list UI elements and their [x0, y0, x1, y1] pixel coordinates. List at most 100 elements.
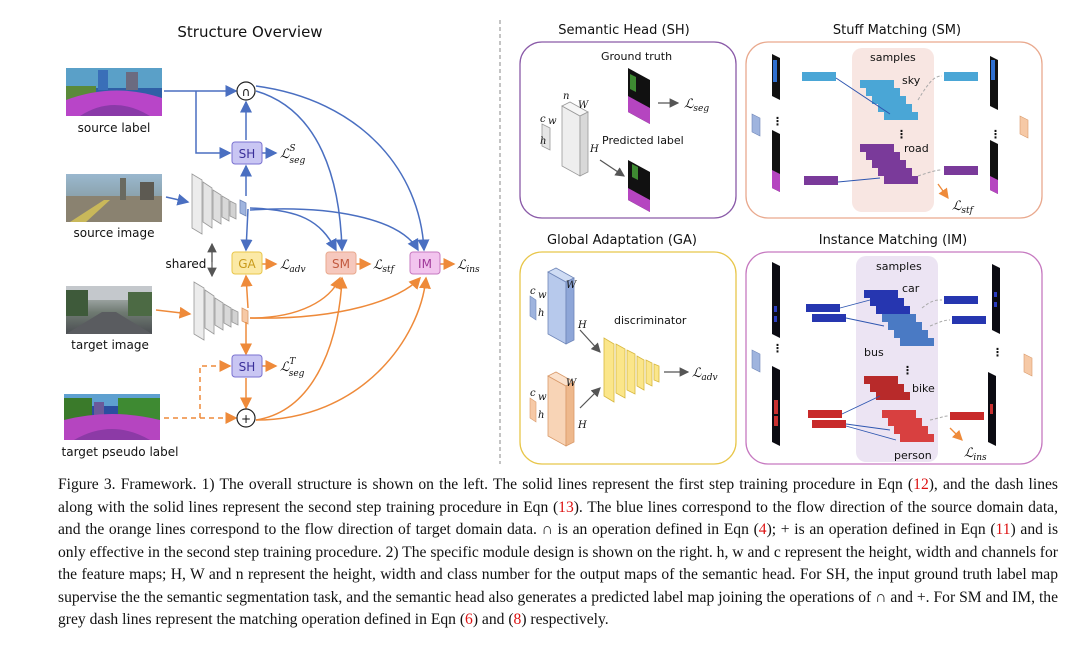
im-links — [839, 299, 897, 441]
sh-predicted-map — [628, 160, 650, 212]
target-pseudo-label-text: target pseudo label — [62, 445, 179, 459]
eqn-ref-6[interactable]: 6 — [465, 611, 473, 628]
sh-ground-truth-label: Ground truth — [601, 50, 672, 63]
eqn-ref-8[interactable]: 8 — [513, 611, 522, 628]
ga-c-label-source: c — [530, 286, 536, 297]
sm-sky-features — [802, 72, 978, 120]
loss-adv: ℒadv — [280, 258, 306, 275]
ga-w-label-target: w — [538, 392, 547, 403]
ga-W-label-source: W — [566, 280, 577, 291]
shared-label: shared — [166, 257, 207, 271]
eqn-ref-12[interactable]: 12 — [913, 476, 929, 493]
plus-operator: + — [236, 408, 256, 428]
sm-sky-link — [835, 77, 891, 115]
eqn-ref-13[interactable]: 13 — [558, 498, 574, 516]
svg-text:+: + — [241, 412, 251, 426]
sh-n-label: n — [563, 91, 569, 102]
sm-panel-title: Stuff Matching (SM) — [833, 23, 961, 38]
sm-loss-arrow — [937, 183, 949, 200]
svg-text:IM: IM — [418, 257, 432, 271]
loss-ins: ℒins — [457, 258, 480, 275]
figure-caption: Figure 3. Framework. 1) The overall stru… — [58, 476, 1059, 628]
im-samples-label: samples — [876, 260, 922, 273]
ga-target-feature — [529, 371, 575, 447]
target-image-text: target image — [71, 338, 149, 352]
source-feature-extractor — [191, 173, 247, 235]
sm-samples-label: samples — [870, 51, 916, 64]
im-bus-label: bus — [864, 346, 884, 359]
im-loss-arrow — [949, 427, 963, 441]
im-module: IM — [409, 251, 441, 275]
ga-target-arrow — [579, 387, 601, 409]
ga-W-label-target: W — [566, 378, 577, 389]
ga-module: GA — [231, 251, 263, 275]
source-label-text: source label — [78, 121, 151, 135]
svg-text:⋮: ⋮ — [992, 346, 1003, 359]
im-left-maps: ⋮ — [751, 262, 783, 446]
sh-panel-loss: ℒseg — [684, 97, 709, 114]
svg-text:GA: GA — [238, 257, 256, 271]
loss-stf: ℒstf — [373, 258, 396, 275]
ga-panel-loss: ℒadv — [692, 366, 718, 383]
target-dash-lines — [164, 360, 238, 424]
sh-w-label: w — [548, 116, 557, 127]
sm-road-label: road — [904, 142, 929, 155]
sm-sky-match — [917, 75, 943, 101]
ga-h-label-target: h — [538, 410, 544, 421]
ga-H-label-source: H — [577, 320, 587, 331]
im-car-label: car — [902, 282, 920, 295]
sh-source-module: SH — [231, 141, 263, 165]
sm-left-maps: ⋮ — [751, 54, 783, 192]
sm-module: SM — [325, 251, 357, 275]
intersect-operator: ∩ — [236, 81, 256, 101]
ga-c-label-target: c — [530, 388, 536, 399]
im-person-match — [929, 415, 949, 421]
sh-target-module: SH — [231, 354, 263, 378]
ga-discriminator — [603, 337, 660, 403]
source-image-text: source image — [73, 226, 154, 240]
im-panel-loss: ℒins — [964, 446, 987, 463]
im-car-features — [806, 290, 986, 346]
ga-source-arrow — [579, 329, 601, 353]
target-image — [66, 286, 152, 334]
svg-text:∩: ∩ — [242, 85, 251, 99]
framework-figure: Structure Overview source label source i… — [62, 20, 1043, 465]
sm-road-link — [837, 177, 881, 183]
ga-discriminator-label: discriminator — [614, 314, 687, 327]
svg-text:SH: SH — [239, 360, 256, 374]
eqn-ref-11[interactable]: 11 — [995, 521, 1011, 538]
source-label-image — [66, 68, 162, 116]
ga-source-feature — [529, 267, 575, 345]
sh-predict-arrow — [599, 159, 625, 177]
source-image — [66, 174, 162, 222]
im-bus-match — [929, 319, 951, 327]
target-pseudo-label-image — [64, 394, 160, 440]
sm-right-maps: ⋮ — [990, 56, 1029, 194]
sm-sky-label: sky — [902, 74, 921, 87]
svg-text:SH: SH — [239, 147, 256, 161]
sm-dots: ⋮ — [896, 128, 907, 141]
im-person-features — [808, 376, 984, 442]
sm-panel-loss: ℒstf — [952, 199, 975, 216]
eqn-ref-4[interactable]: 4 — [758, 521, 767, 538]
sh-W-label: W — [578, 100, 589, 111]
svg-text:⋮: ⋮ — [772, 115, 783, 128]
svg-text:⋮: ⋮ — [772, 342, 783, 355]
im-panel-title: Instance Matching (IM) — [819, 233, 968, 248]
target-flow-lines — [155, 274, 431, 421]
sh-ground-truth-map — [628, 68, 650, 124]
sh-H-label: H — [589, 144, 599, 155]
sh-predicted-label: Predicted label — [602, 134, 684, 147]
im-dots: ⋮ — [902, 364, 913, 377]
sh-c-label: c — [540, 114, 546, 125]
ga-H-label-target: H — [577, 420, 587, 431]
sh-panel — [519, 41, 737, 219]
ga-h-label-source: h — [538, 308, 544, 319]
im-right-maps: ⋮ — [988, 264, 1033, 446]
svg-text:⋮: ⋮ — [990, 128, 1001, 141]
ga-panel-title: Global Adaptation (GA) — [547, 233, 697, 248]
sm-road-match — [917, 169, 943, 177]
im-bike-label: bike — [912, 382, 935, 395]
